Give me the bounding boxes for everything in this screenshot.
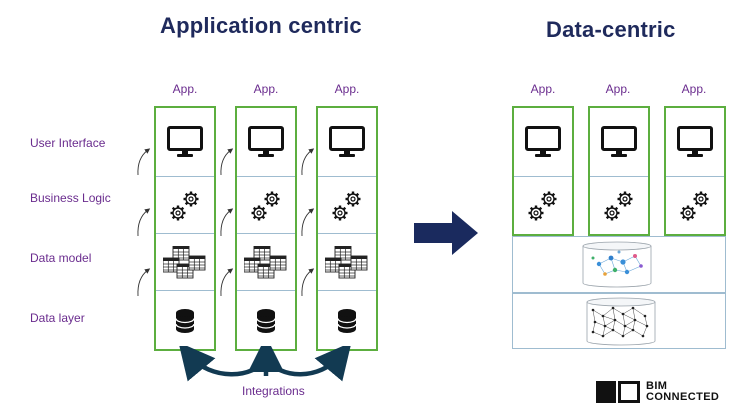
ui-cell [514,108,572,176]
logic-cell [514,176,572,235]
bim-connected-logo-icon [596,381,640,403]
data-cell [318,290,376,350]
logic-cell [156,176,214,234]
brand-line-1: BIM [646,380,668,392]
model-cell [318,233,376,291]
app-label-3: App. [334,82,360,96]
logic-cell [237,176,295,234]
flow-arrow [137,148,151,176]
app-column-4 [512,106,574,236]
layer-label-business-logic: Business Logic [30,191,111,205]
data-cell [237,290,295,350]
layer-label-user-interface: User Interface [30,136,106,150]
logic-cell [590,176,648,235]
shared-data-model-panel [512,236,726,293]
knowledge-graph-icon [582,241,652,288]
app-column-6 [664,106,726,236]
app-label-1: App. [172,82,198,96]
data-cell [156,290,214,350]
monitor-icon [601,126,637,158]
title-application-centric: Application centric [160,13,362,38]
integrations-label: Integrations [242,384,305,398]
ui-cell [666,108,724,176]
gears-icon [601,189,637,223]
title-data-centric: Data-centric [546,17,676,42]
layer-label-data-layer: Data layer [30,311,85,325]
app-column-1 [154,106,216,351]
app-column-2 [235,106,297,351]
app-column-3 [316,106,378,351]
right-arrow-icon [414,211,478,255]
logic-cell [666,176,724,235]
monitor-icon [525,126,561,158]
gears-icon [677,189,713,223]
app-label-5: App. [605,82,631,96]
layer-label-data-model: Data model [30,251,92,265]
model-cell [237,233,295,291]
shared-data-layer-panel [512,293,726,349]
gears-icon [525,189,561,223]
model-cell [156,233,214,291]
brand-line-2: CONNECTED [646,391,720,403]
app-label-4: App. [530,82,556,96]
app-label-2: App. [253,82,279,96]
app-label-6: App. [681,82,707,96]
data-network-icon [586,297,656,346]
app-column-5 [588,106,650,236]
integrations-arrows-icon [178,346,352,382]
monitor-icon [677,126,713,158]
logic-cell [318,176,376,234]
ui-cell [590,108,648,176]
